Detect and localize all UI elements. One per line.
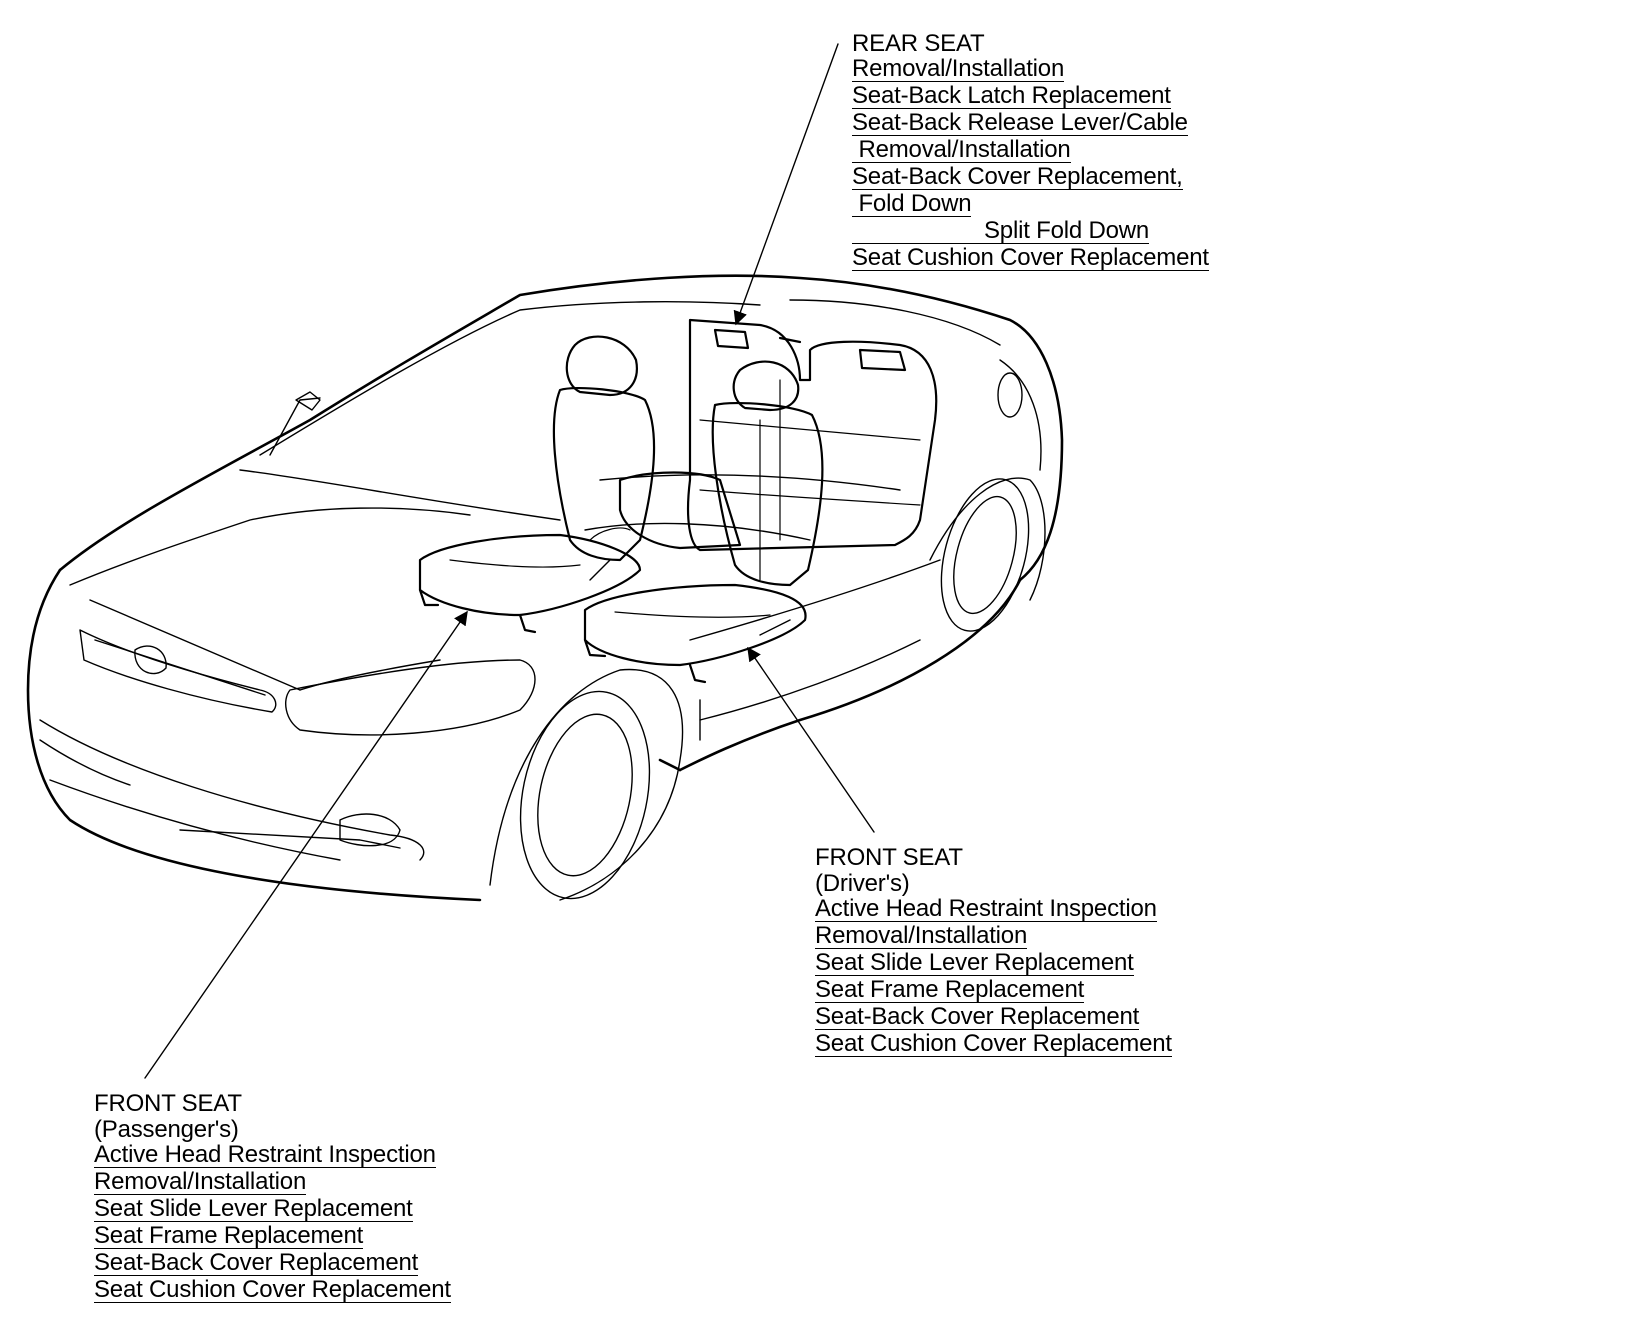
car-details: [39, 299, 1046, 901]
rear-seat-title: REAR SEAT: [852, 30, 985, 57]
rear-seat: [618, 318, 938, 552]
passenger-seat-frame-link[interactable]: Seat Frame Replacement: [94, 1222, 364, 1249]
rear-seat-back-latch-link[interactable]: Seat-Back Latch Replacement: [852, 82, 1171, 109]
rear-split-fold-down-link[interactable]: Split Fold Down: [852, 219, 1149, 244]
rear-seat-back-cover-link[interactable]: Seat-Back Cover Replacement,: [852, 163, 1183, 190]
passenger-seat-leader-arrow: [144, 610, 468, 1079]
rear-seat-callout: REAR SEAT Removal/Installation Seat-Back…: [852, 31, 1209, 273]
passenger-front-seat: [418, 335, 656, 634]
driver-removal-installation-link[interactable]: Removal/Installation: [815, 922, 1028, 949]
driver-active-head-restraint-link[interactable]: Active Head Restraint Inspection: [815, 895, 1157, 922]
passenger-seat-callout: FRONT SEAT (Passenger's) Active Head Res…: [94, 1091, 451, 1305]
driver-seat-back-cover-link[interactable]: Seat-Back Cover Replacement: [815, 1003, 1140, 1030]
rear-seat-leader-arrow: [733, 43, 839, 326]
passenger-seat-title: FRONT SEAT: [94, 1090, 242, 1117]
driver-seat-cushion-cover-link[interactable]: Seat Cushion Cover Replacement: [815, 1030, 1172, 1057]
passenger-removal-installation-link[interactable]: Removal/Installation: [94, 1168, 307, 1195]
passenger-seat-slide-lever-link[interactable]: Seat Slide Lever Replacement: [94, 1195, 413, 1222]
driver-seat-title: FRONT SEAT: [815, 844, 963, 871]
passenger-seat-subtitle: (Passenger's): [94, 1116, 239, 1143]
driver-seat-slide-lever-link[interactable]: Seat Slide Lever Replacement: [815, 949, 1134, 976]
driver-seat-leader-arrow: [747, 646, 875, 833]
rear-seat-cushion-cover-link[interactable]: Seat Cushion Cover Replacement: [852, 244, 1209, 271]
rear-fold-down-link[interactable]: Fold Down: [852, 190, 972, 217]
driver-seat-callout: FRONT SEAT (Driver's) Active Head Restra…: [815, 845, 1172, 1059]
passenger-seat-cushion-cover-link[interactable]: Seat Cushion Cover Replacement: [94, 1276, 451, 1303]
car-body: [26, 274, 1064, 902]
driver-front-seat: [583, 360, 824, 684]
rear-release-lever-removal-link[interactable]: Removal/Installation: [852, 136, 1071, 163]
rear-removal-installation-link[interactable]: Removal/Installation: [852, 55, 1065, 82]
rear-seat-back-release-lever-link[interactable]: Seat-Back Release Lever/Cable: [852, 109, 1188, 136]
passenger-active-head-restraint-link[interactable]: Active Head Restraint Inspection: [94, 1141, 436, 1168]
driver-seat-frame-link[interactable]: Seat Frame Replacement: [815, 976, 1085, 1003]
passenger-seat-back-cover-link[interactable]: Seat-Back Cover Replacement: [94, 1249, 419, 1276]
driver-seat-subtitle: (Driver's): [815, 870, 910, 897]
